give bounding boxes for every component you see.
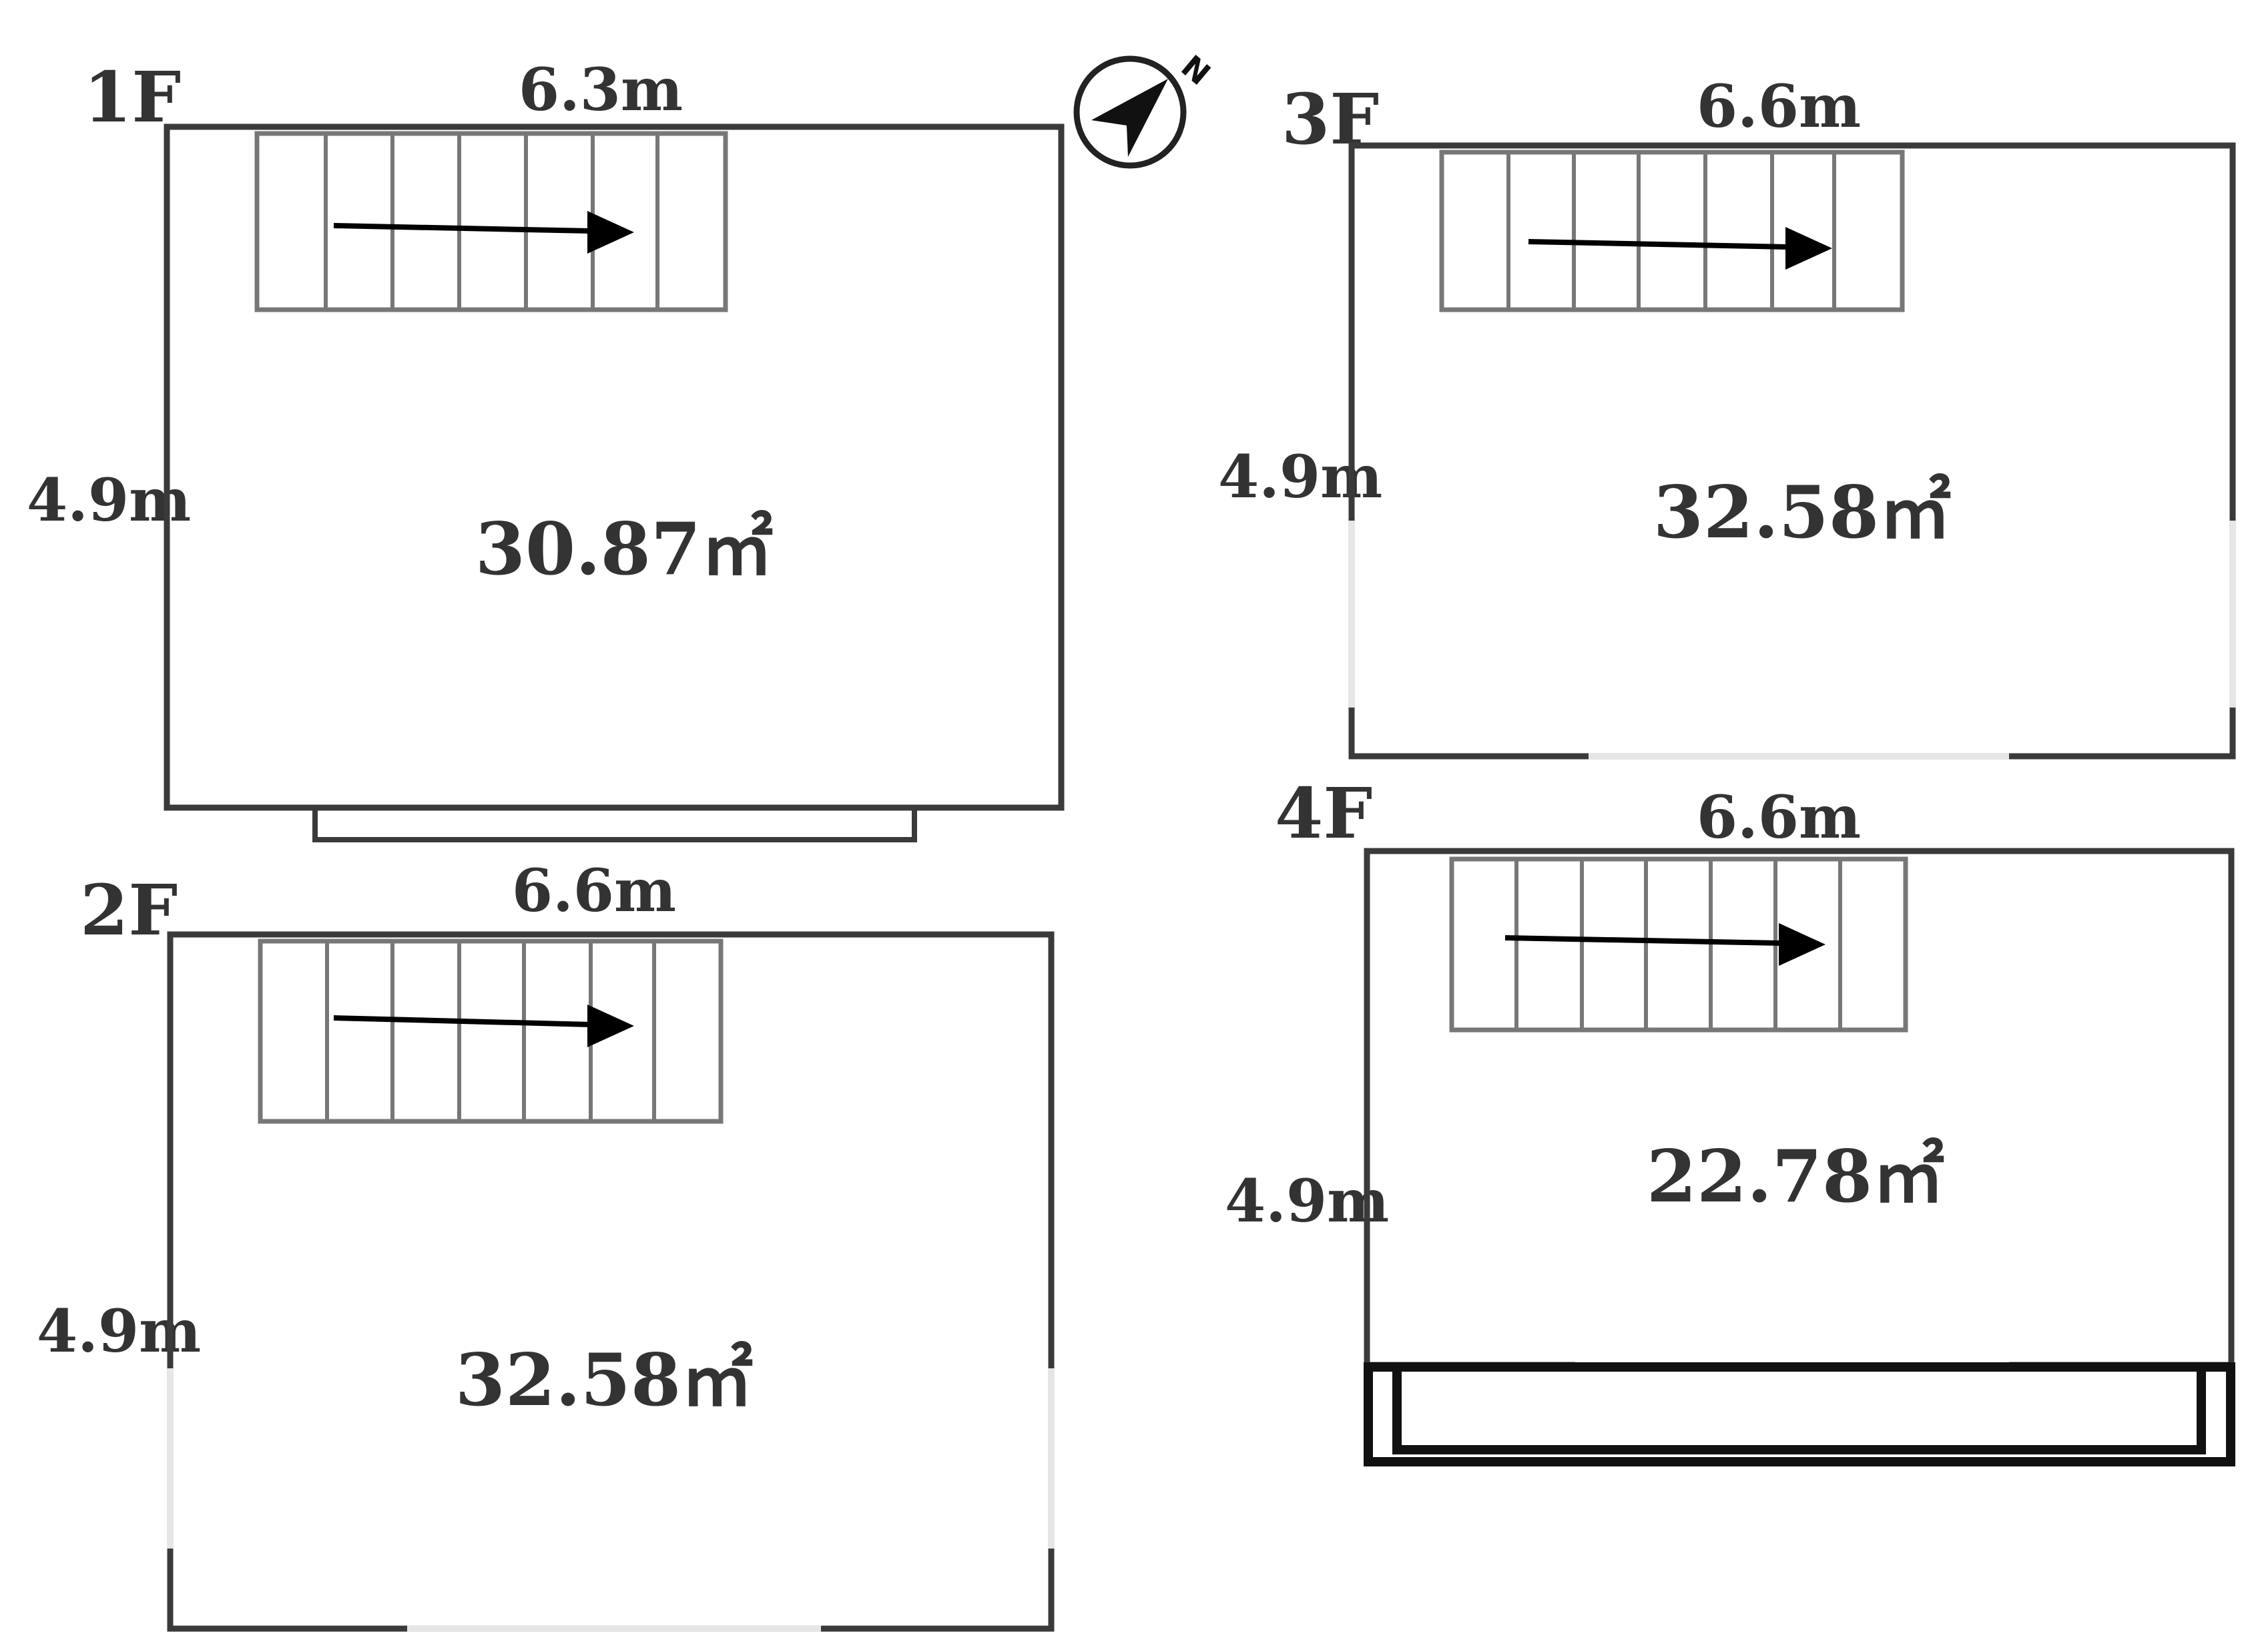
north-compass-icon: N [1073, 48, 1217, 169]
floor-4f-stair-arrow [1504, 923, 1826, 966]
floor-3f-width: 6.6m [1697, 71, 1861, 141]
floor-1f: 1F 6.3m 4.9m 30.87㎡ [27, 55, 1065, 842]
floor-1f-stair-arrow [333, 211, 634, 254]
floor-4f-width: 6.6m [1697, 782, 1861, 852]
floor-4f-outline [1364, 848, 2235, 1368]
floor-2f-area: 32.58㎡ [455, 1338, 753, 1422]
floor-1f-width: 6.3m [519, 55, 683, 124]
floor-3f-stair-arrow [1528, 227, 1832, 270]
floor-2f-windows [167, 1368, 1055, 1632]
compass-north-letter: N [1175, 48, 1217, 92]
floor-2f-stairs [258, 938, 724, 1124]
floor-1f-balcony [312, 805, 917, 842]
floor-2f-stair-arrow [333, 1005, 634, 1047]
floor-2f-width: 6.6m [512, 856, 676, 925]
floor-4f-area: 22.78㎡ [1647, 1135, 1944, 1219]
floor-3f-windows [1348, 521, 2236, 760]
floor-2f-outline [167, 931, 1055, 1632]
floor-4f-depth: 4.9m [1225, 1166, 1389, 1235]
floor-4f: 4F 6.6m 4.9m 22.78㎡ [1225, 772, 2235, 1466]
floor-1f-stairs [254, 131, 728, 312]
floor-3f-depth: 4.9m [1218, 442, 1382, 511]
floor-4f-stairs [1449, 856, 1908, 1033]
floor-1f-depth: 4.9m [27, 465, 191, 535]
floor-3f-area: 32.58㎡ [1653, 471, 1951, 555]
floor-2f-name: 2F [80, 869, 178, 951]
floor-3f: 3F 6.6m 4.9m 32.58㎡ [1218, 71, 2236, 760]
floor-4f-balcony [1364, 1362, 2235, 1466]
floor-2f-depth: 4.9m [37, 1296, 201, 1366]
floor-2f: 2F 6.6m 4.9m 32.58㎡ [37, 856, 1055, 1632]
floor-4f-name: 4F [1275, 772, 1372, 854]
floor-3f-stairs [1439, 150, 1905, 312]
floor-1f-area: 30.87㎡ [475, 507, 773, 591]
